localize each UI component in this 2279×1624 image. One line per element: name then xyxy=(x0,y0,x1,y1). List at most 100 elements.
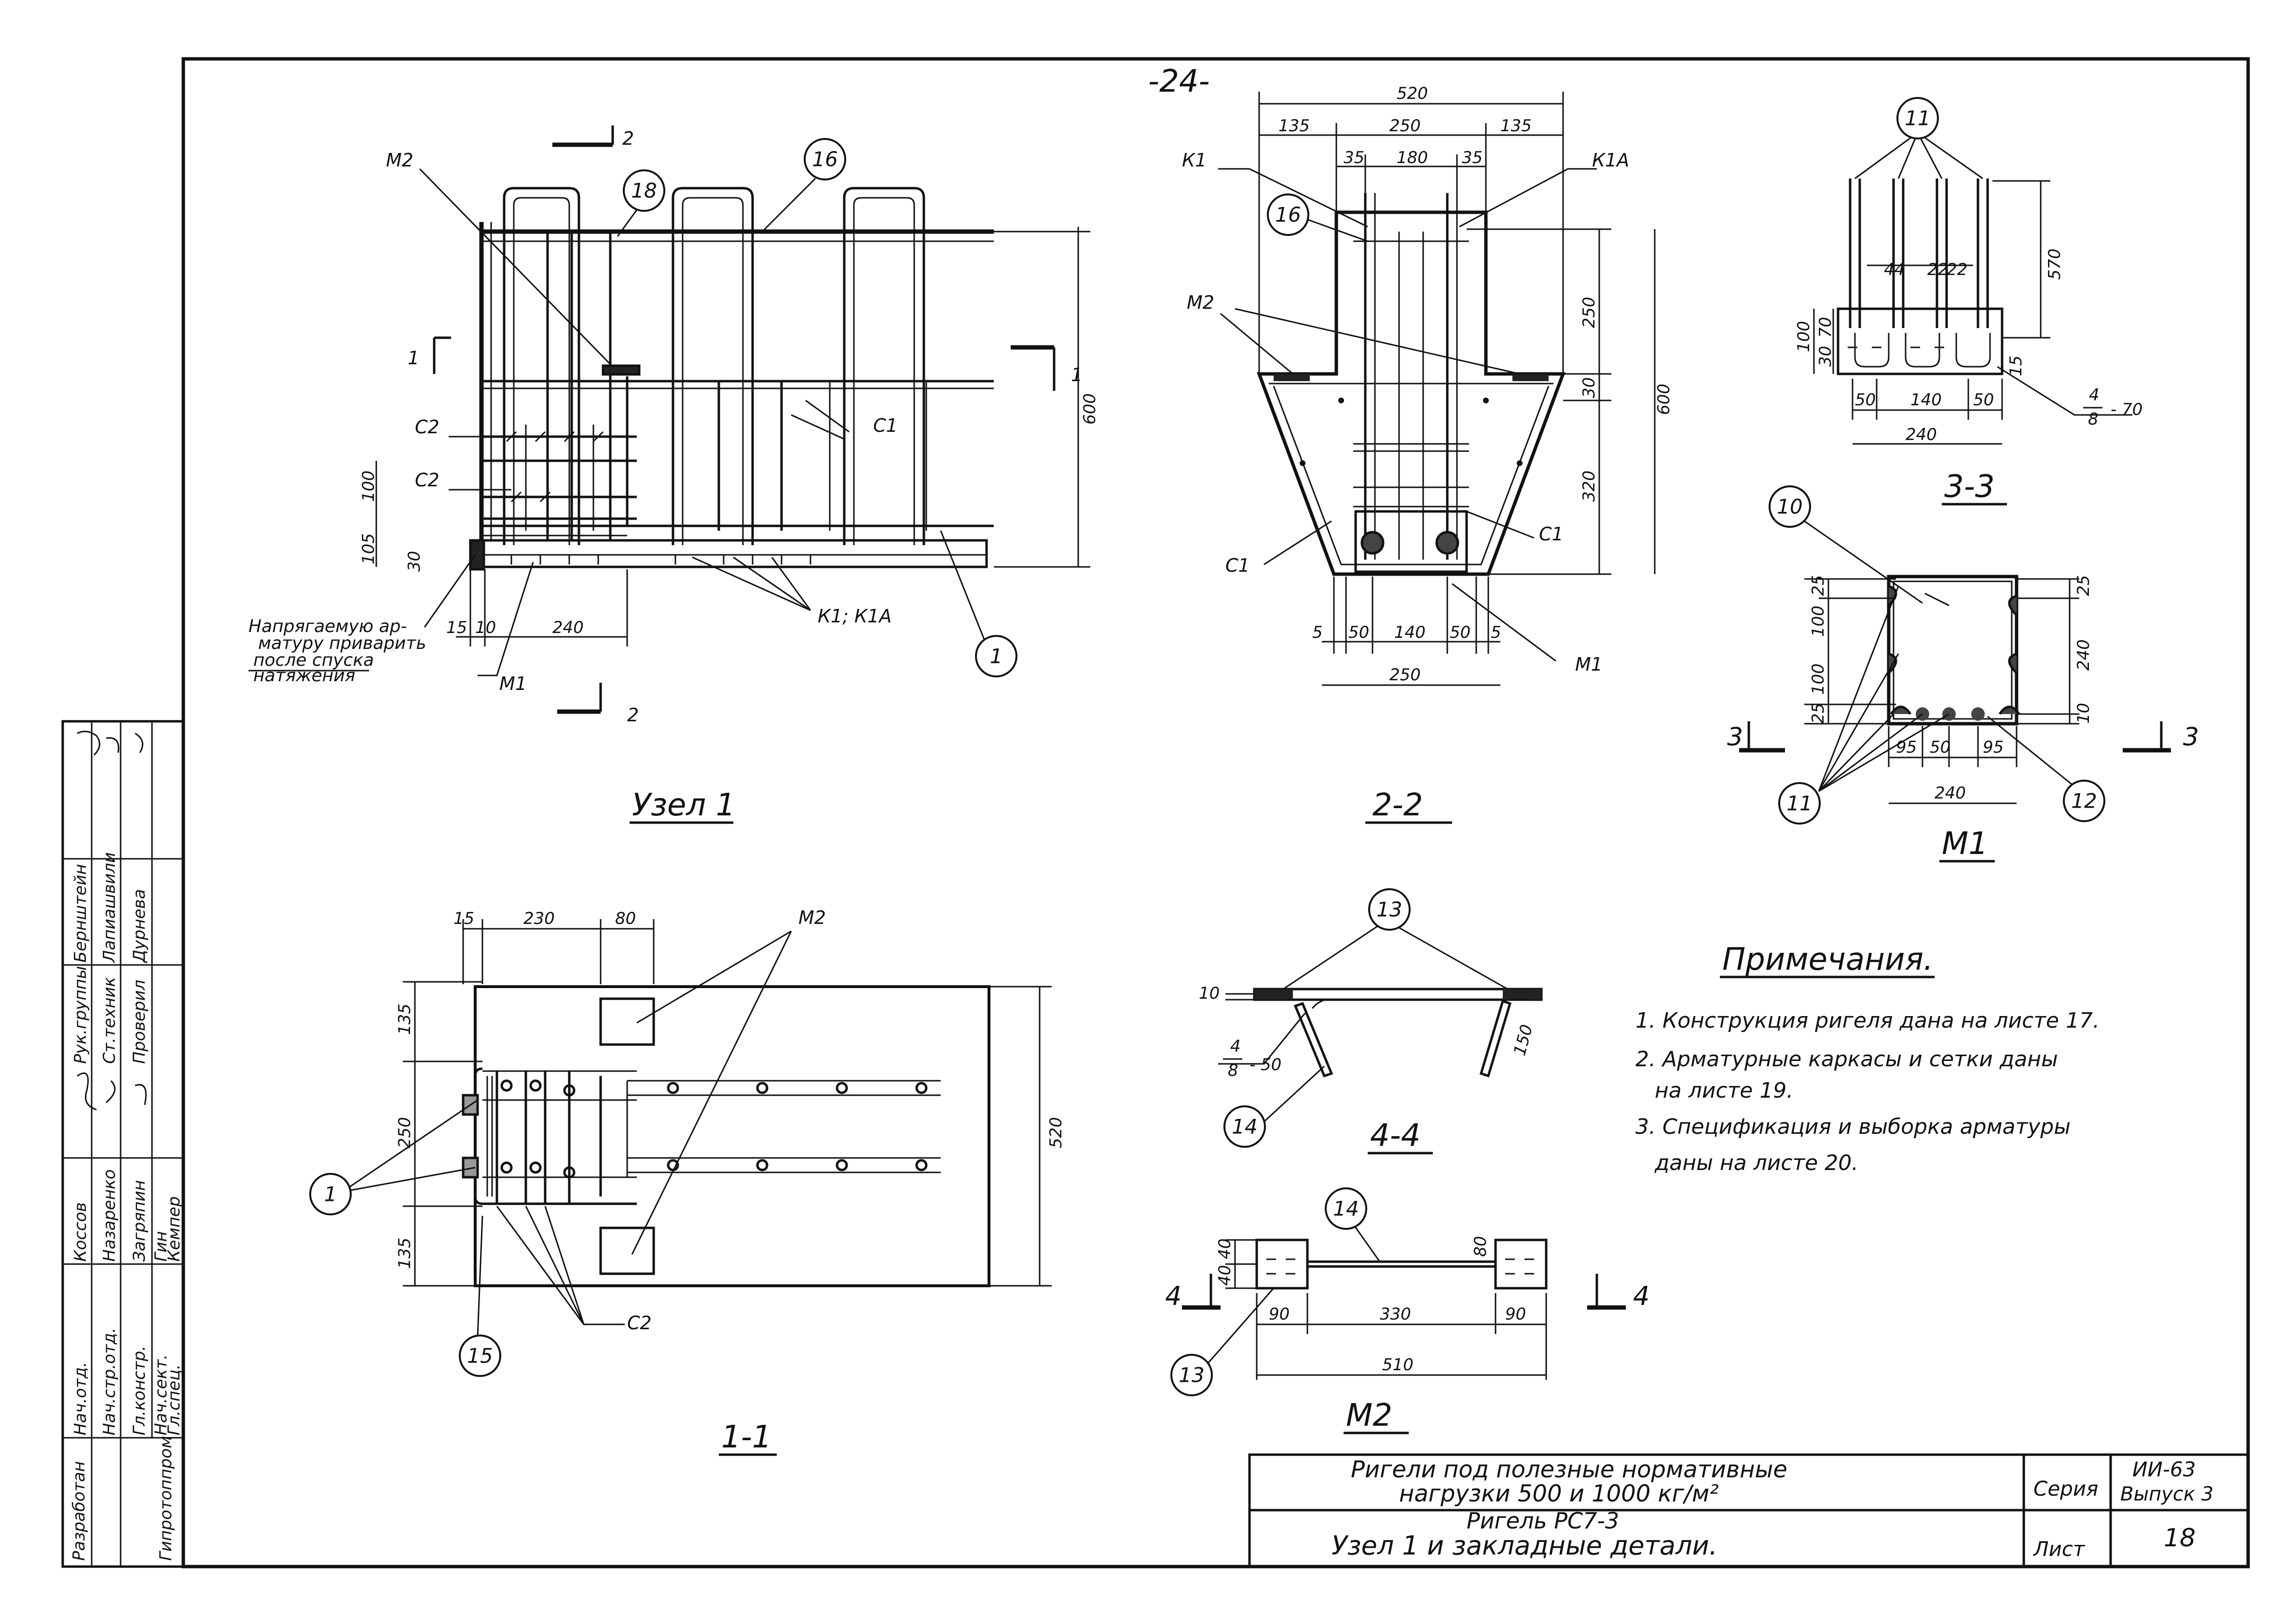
svg-text:11: 11 xyxy=(1905,107,1930,130)
s22-dim-5b: 5 xyxy=(1491,623,1501,642)
stamp-role-1: Нач.отд. xyxy=(71,1362,90,1435)
uzel1-m2-label: М2 xyxy=(386,150,413,171)
s11-dim-230: 230 xyxy=(523,909,555,928)
svg-text:1: 1 xyxy=(324,1183,337,1206)
note-3a: 3. Спецификация и выборка арматуры xyxy=(1635,1115,2071,1139)
m2-dim-80: 80 xyxy=(1471,1236,1490,1257)
s22-dim-50b: 50 xyxy=(1450,623,1470,642)
s22-k1-label: К1 xyxy=(1182,150,1207,171)
sheet-title-line2: нагрузки 500 и 1000 кг/м² xyxy=(1399,1480,1718,1507)
stamp-role2-1: Рук.группы xyxy=(71,966,90,1064)
s33-dim-44: 44 xyxy=(1884,260,1905,279)
stamp-role2-3: Проверил xyxy=(130,980,149,1064)
s33-dim-570: 570 xyxy=(2045,248,2064,280)
stamp-name-2: Назаренко xyxy=(100,1170,119,1262)
stamp-role-5: Гл.спец. xyxy=(165,1364,184,1435)
m1-dim-25a: 25 xyxy=(1809,575,1828,596)
uzel1-note-2: матуру приварить xyxy=(258,633,426,653)
s22-dim-135a: 135 xyxy=(1278,116,1310,136)
s33-dim-240: 240 xyxy=(1906,425,1937,444)
s33-dim-140: 140 xyxy=(1910,390,1942,410)
s44-dim-150: 150 xyxy=(1510,1022,1537,1058)
uzel1-dim-105: 105 xyxy=(359,533,378,564)
svg-text:11: 11 xyxy=(1786,792,1812,815)
uzel1-m1-label: М1 xyxy=(499,673,527,694)
m2-dim-510: 510 xyxy=(1382,1355,1414,1375)
view-uzel1: 2 2 1 1 М2 С2 С2 С1 К1; К1А М1 Напрягаем… xyxy=(248,125,1099,824)
svg-text:14: 14 xyxy=(1232,1115,1257,1139)
s33-weld-num: 4 xyxy=(2089,385,2100,405)
s22-title: 2-2 xyxy=(1373,787,1423,823)
series-value-1: ИИ-63 xyxy=(2132,1458,2196,1481)
s11-title: 1-1 xyxy=(721,1419,772,1455)
s22-dim-320: 320 xyxy=(1579,470,1599,502)
s33-dim-100: 100 xyxy=(1794,321,1813,352)
s44-weld-den: 8 xyxy=(1228,1061,1238,1080)
stamp-name2-3: Дурнева xyxy=(130,889,149,963)
s11-dim-520: 520 xyxy=(1046,1117,1066,1148)
view-section-1-1: 135 250 135 15 230 80 520 М2 С2 1-1 xyxy=(342,907,1066,1456)
s44-weld-num: 4 xyxy=(1230,1037,1241,1056)
uzel1-cut-1-left: 1 xyxy=(408,347,419,369)
left-stamp: Разработан Гипротоппром Нач.отд. Нач.стр… xyxy=(61,720,185,1568)
s11-dim-135a: 135 xyxy=(395,1004,414,1035)
callout-13-m2: 13 xyxy=(1170,1354,1213,1396)
uzel1-dim-240: 240 xyxy=(552,618,584,637)
note-2b: на листе 19. xyxy=(1655,1078,1793,1103)
s22-dim-35b: 35 xyxy=(1462,148,1483,167)
svg-text:15: 15 xyxy=(467,1344,493,1368)
m2-cut-4-left: 4 xyxy=(1165,1281,1181,1311)
s22-dim-135b: 135 xyxy=(1500,116,1532,136)
svg-text:18: 18 xyxy=(631,179,657,203)
notes-heading: Примечания. xyxy=(1722,942,1933,977)
uzel1-cut-1-right: 1 xyxy=(1071,364,1083,385)
stamp-developer: Разработан xyxy=(69,1461,89,1561)
callout-16-uzel1: 16 xyxy=(804,138,846,180)
uzel1-cut-2-top: 2 xyxy=(622,128,634,149)
m2-dim-330: 330 xyxy=(1380,1305,1411,1324)
svg-text:12: 12 xyxy=(2071,789,2097,813)
m2-dim-40a: 40 xyxy=(1215,1239,1235,1259)
callout-14-s44: 14 xyxy=(1223,1105,1266,1148)
view-section-2-2: К1 К1А М2 С1 С1 М1 520 135 250 135 35 18… xyxy=(1182,84,1674,824)
s33-dim-22b: 22 xyxy=(1947,260,1967,279)
s11-dim-135b: 135 xyxy=(395,1238,414,1269)
s22-c1b-label: С1 xyxy=(1539,523,1564,545)
s11-m2-label: М2 xyxy=(798,907,826,928)
uzel1-dim-10: 10 xyxy=(475,618,496,637)
m2-dim-90b: 90 xyxy=(1505,1305,1526,1324)
m2-cut-4-right: 4 xyxy=(1633,1281,1649,1311)
callout-1-uzel1: 1 xyxy=(975,635,1017,677)
callout-10: 10 xyxy=(1769,485,1811,528)
list-value: 18 xyxy=(2164,1524,2196,1553)
uzel1-c2b-label: С2 xyxy=(415,469,439,491)
svg-text:16: 16 xyxy=(812,148,837,171)
s33-weld-len: - 70 xyxy=(2111,400,2142,419)
s44-title: 4-4 xyxy=(1370,1118,1421,1154)
callout-11-s33: 11 xyxy=(1896,97,1939,139)
s22-dim-600: 600 xyxy=(1654,384,1674,415)
s33-dim-15: 15 xyxy=(2006,356,2026,376)
uzel1-dim-100: 100 xyxy=(359,470,378,502)
view-section-4-4: 10 150 4 8 - 50 4-4 xyxy=(1199,925,1543,1155)
m1-dim-50: 50 xyxy=(1930,738,1950,757)
s22-m1-label: М1 xyxy=(1575,654,1603,675)
m1-cut-3-right: 3 xyxy=(2183,723,2199,752)
svg-text:10: 10 xyxy=(1777,495,1802,519)
s11-dim-250: 250 xyxy=(395,1117,414,1148)
series-value-2: Выпуск 3 xyxy=(2120,1483,2213,1505)
callout-14-m2: 14 xyxy=(1325,1187,1367,1230)
view-m1: 25 100 100 25 25 240 10 95 50 95 240 3 3… xyxy=(1727,575,2199,863)
callout-18: 18 xyxy=(623,169,665,212)
s22-dim-180: 180 xyxy=(1397,148,1428,167)
stamp-name-4: Гин xyxy=(151,1231,171,1262)
uzel1-c2a-label: С2 xyxy=(415,416,439,438)
m2-dim-90a: 90 xyxy=(1269,1305,1290,1324)
s22-dim-520: 520 xyxy=(1397,84,1428,103)
s11-dim-15: 15 xyxy=(453,909,474,928)
notes-block: Примечания. 1. Конструкция ригеля дана н… xyxy=(1635,942,2100,1175)
m1-dim-100a: 100 xyxy=(1809,606,1828,637)
s22-dim-250top: 250 xyxy=(1389,116,1421,136)
m1-dim-25c: 25 xyxy=(2074,575,2093,596)
svg-text:13: 13 xyxy=(1376,898,1402,922)
